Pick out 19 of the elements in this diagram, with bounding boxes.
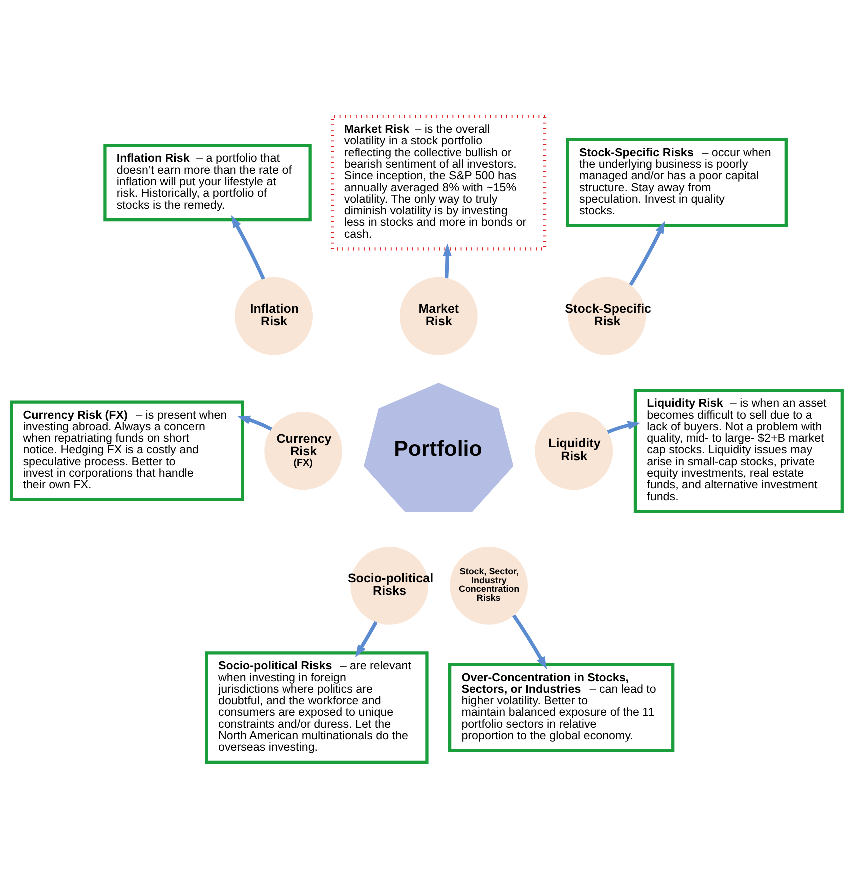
- node-box: Currency Risk (FX) – is present when investing abroad. Always a concern when repatriating funds on short notice. Hedging FX is a costly and speculative process. Better to invest in corporations that handle their own FX.: [10, 400, 244, 502]
- node-circle: Liquidity Risk: [535, 412, 614, 490]
- arrow: [607, 421, 641, 434]
- arrow: [443, 244, 452, 279]
- node-box: Liquidity Risk – is when an asset becomes difficult to sell due to a lack of buyers. Not a problem with quality, mid- to large- $2+B market cap stocks. Liquidity issues may arise in small-cap stocks, private equity investments, real estate funds, and alternative investment funds.: [634, 389, 844, 514]
- node-circle: Currency Risk (FX): [264, 412, 343, 490]
- arrow: [355, 621, 378, 658]
- arrow: [512, 614, 548, 670]
- arrow: [238, 416, 272, 431]
- node-box: Market Risk – is the overall volatility in a stock portfolio reflecting the collective bullish or bearish sentiment of all investors. Since inception, the S&P 500 has annually averaged 8% with ~15% volatility. The only way to truly diminish volatility is by investing less in stocks and more in bonds or cash.: [331, 115, 547, 251]
- node-box: Stock-Specific Risks – occur when the underlying business is poorly managed and/or has a poor capital structure. Stay away from speculation. Invest in quality stocks.: [566, 138, 788, 228]
- node-box: Over-Concentration in Stocks, Sectors, or Industries – can lead to higher volatility. Better to maintain balanced exposure of the 11 portfolio sectors in relative proportion to the global economy.: [448, 663, 675, 752]
- node-circle: Inflation Risk: [235, 277, 314, 356]
- node-circle: Market Risk: [400, 277, 478, 356]
- node-circle: Stock, Sector, Industry Concentration Risks: [450, 547, 528, 625]
- node-box: Inflation Risk – a portfolio that doesn’t earn more than the rate of inflation will put your lifestyle at risk. Historically, a portfolio of stocks is the remedy.: [104, 144, 312, 222]
- arrow: [629, 221, 666, 286]
- node-box: Socio-political Risks – are relevant when investing in foreign jurisdictions where politics are doubtful, and the workforce and consumers are exposed to unique constraints and/or duress. Let the North American multinationals do the overseas investing.: [205, 652, 429, 764]
- arrow: [231, 215, 266, 280]
